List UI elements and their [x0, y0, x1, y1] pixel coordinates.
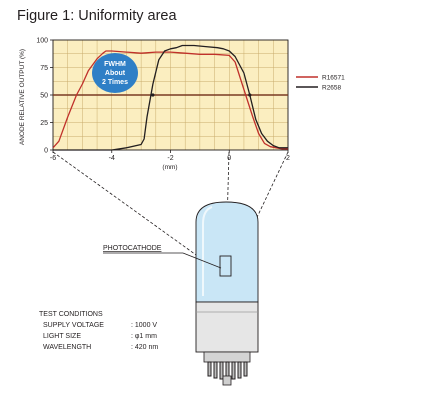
x-tick-label: 2	[286, 155, 290, 162]
photocathode-callout: PHOTOCATHODE	[103, 245, 222, 269]
y-tick-label: 25	[40, 120, 48, 127]
y-tick-label: 0	[44, 148, 48, 155]
series-line-r2658	[53, 44, 288, 151]
y-axis-label: ANODE RELATIVE OUTPUT (%)	[19, 49, 26, 145]
tube-pin	[207, 361, 212, 377]
tube-pins	[207, 361, 248, 381]
x-tick-label: -6	[50, 155, 56, 162]
condition-label: LIGHT SIZE	[43, 333, 81, 340]
tube-pin-header	[203, 351, 251, 363]
x-tick-label: -2	[167, 155, 173, 162]
x-tick-label: -4	[109, 155, 115, 162]
fwhm-crossing-marker	[151, 93, 155, 97]
y-tick-label: 100	[36, 38, 48, 45]
y-tick-label: 75	[40, 65, 48, 72]
condition-value: : φ1 mm	[131, 333, 157, 340]
tube-pin	[219, 361, 224, 380]
x-axis-ticks: -6 -4 -2 0 2	[50, 150, 290, 162]
test-conditions-heading: TEST CONDITIONS	[39, 311, 103, 318]
fwhm-badge-line1: FWHM	[104, 61, 126, 68]
series-line-r16571	[52, 50, 288, 150]
photocathode-window	[219, 255, 232, 277]
tube-glass-envelope	[195, 201, 259, 303]
fwhm-badge: FWHM About 2 Times	[92, 53, 138, 93]
legend-label: R2658	[322, 85, 342, 92]
tube-pin	[237, 361, 242, 379]
photocathode-label: PHOTOCATHODE	[103, 245, 162, 252]
y-axis-ticks: 0 25 50 75 100	[36, 38, 53, 155]
tube-exhaust-tip	[222, 375, 232, 386]
tube-base	[195, 301, 259, 353]
fwhm-badge-line3: 2 Times	[102, 79, 128, 86]
plot-area: 0 25 50 75 100 -6 -4 -2 0 2	[36, 38, 290, 163]
condition-label: SUPPLY VOLTAGE	[43, 322, 104, 329]
test-conditions: TEST CONDITIONS SUPPLY VOLTAGE : 1000 V …	[39, 311, 158, 351]
tube-pin	[243, 361, 248, 377]
projection-line-left	[52, 151, 218, 271]
x-axis-label: (mm)	[162, 164, 177, 171]
condition-label: WAVELENGTH	[43, 344, 91, 351]
fwhm-badge-line2: About	[105, 70, 126, 77]
condition-value: : 1000 V	[131, 322, 157, 329]
tube-pin	[231, 361, 236, 380]
fwhm-badge-shape	[92, 53, 138, 93]
tube-glass-highlight	[202, 206, 213, 296]
series-layer	[52, 44, 288, 151]
uniformity-markers	[151, 93, 252, 97]
photocathode-leader-diagonal	[182, 252, 222, 269]
projection-line-right	[231, 151, 289, 271]
tube-pin	[213, 361, 218, 379]
y-tick-label: 50	[40, 93, 48, 100]
x-tick-label: 0	[227, 155, 231, 162]
figure-title: Figure 1: Uniformity area	[17, 8, 177, 24]
photomultiplier-tube	[195, 201, 259, 386]
condition-value: : 420 nm	[131, 344, 158, 351]
legend-label: R16571	[322, 75, 345, 82]
fwhm-crossing-marker	[248, 93, 252, 97]
